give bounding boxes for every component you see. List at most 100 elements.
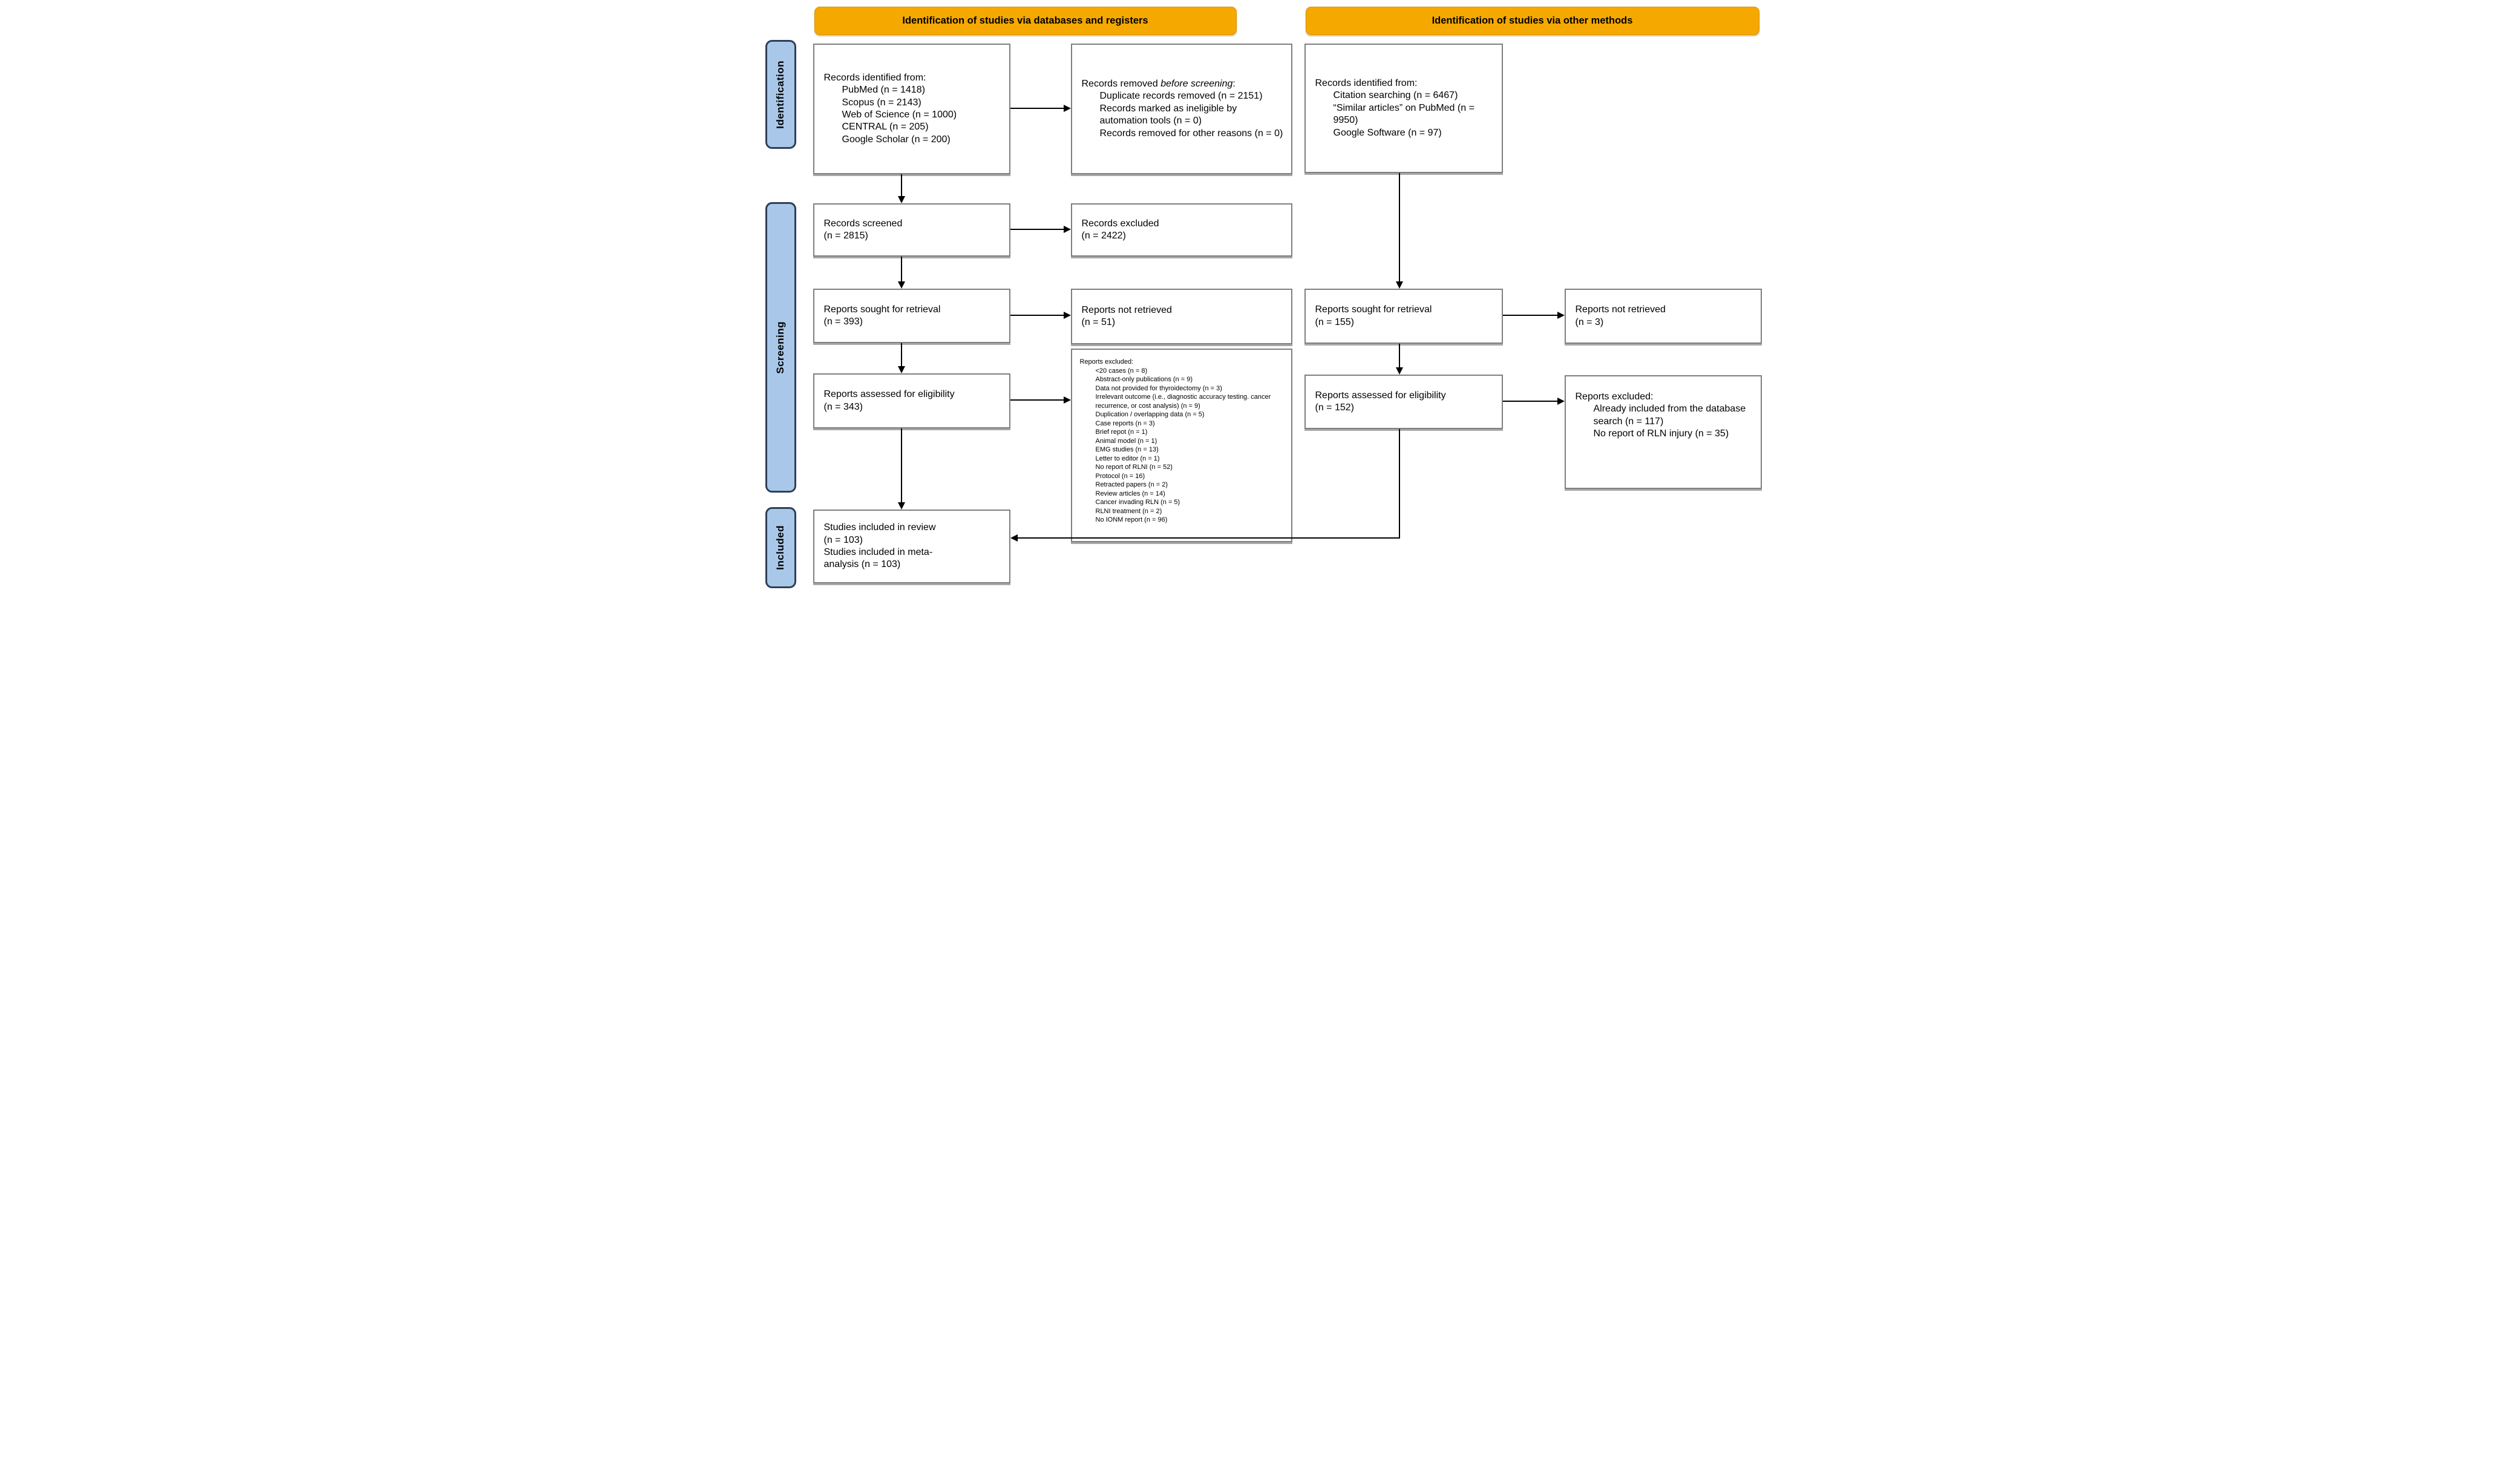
box-reports-not-retrieved-other: Reports not retrieved (n = 3): [1564, 289, 1762, 344]
box-item-list: PubMed (n = 1418)Scopus (n = 2143) Web of…: [824, 84, 1003, 146]
stage-label-identification: Identification: [765, 40, 796, 149]
list-item: No IONM report (n = 96): [1095, 516, 1168, 524]
list-item: Protocol (n = 16): [1095, 472, 1145, 480]
list-item: Cancer invading RLN (n = 5): [1095, 499, 1180, 507]
list-item: Retracted papers (n = 2): [1095, 481, 1168, 489]
box-reports-sought-other: Reports sought for retrieval (n = 155): [1304, 289, 1503, 344]
list-item: Abstract-only publications (n = 9): [1095, 376, 1193, 384]
box-reports-excluded-databases: Reports excluded: <20 cases (n = 8)Abstr…: [1070, 349, 1292, 542]
arrowhead-left-icon: [1010, 534, 1018, 542]
box-text: Reports sought for retrieval (n = 393): [823, 304, 941, 327]
list-item: Duplicate records removed (n = 2151): [1099, 91, 1263, 102]
arrowhead-down-icon: [1395, 281, 1403, 289]
arrowhead-right-icon: [1557, 398, 1565, 405]
stage-label-text: Identification: [774, 60, 786, 129]
box-text: Studies included in review (n = 103) Stu…: [823, 522, 936, 570]
prisma-flow-diagram: Identification of studies via databases …: [756, 0, 1764, 593]
list-item: PubMed (n = 1418): [842, 85, 925, 96]
arrowhead-right-icon: [1557, 312, 1565, 319]
arrowhead-down-icon: [897, 366, 905, 373]
header-other-methods: Identification of studies via other meth…: [1305, 7, 1759, 35]
box-text: Reports sought for retrieval (n = 155): [1315, 304, 1432, 327]
box-item-list: <20 cases (n = 8)Abstract-only publicati…: [1080, 367, 1285, 525]
stage-label-included: Included: [765, 507, 796, 588]
connector-assessed-other-down: [1398, 429, 1400, 538]
arrow-sought-to-notretrieved-other: [1502, 315, 1557, 316]
arrow-assessed-to-included: [900, 428, 902, 502]
arrowhead-down-icon: [897, 196, 905, 203]
list-item: Review articles (n = 14): [1095, 490, 1165, 497]
box-reports-excluded-other: Reports excluded: Already included from …: [1564, 375, 1762, 489]
list-item: Google Software (n = 97): [1333, 127, 1442, 138]
stage-label-screening: Screening: [765, 202, 796, 493]
list-item: RLNI treatment (n = 2): [1095, 507, 1162, 515]
box-title: Reports excluded:: [1575, 392, 1654, 402]
box-reports-sought-databases: Reports sought for retrieval (n = 393): [813, 289, 1010, 343]
arrowhead-right-icon: [1063, 105, 1071, 112]
arrow-identified-to-sought-other: [1398, 173, 1400, 281]
box-reports-assessed-databases: Reports assessed for eligibility (n = 34…: [813, 373, 1010, 428]
box-text: Records screened (n = 2815): [823, 218, 903, 241]
list-item: Web of Science (n = 1000): [842, 110, 957, 120]
box-text: Reports not retrieved (n = 51): [1081, 304, 1172, 327]
list-item: <20 cases (n = 8): [1095, 367, 1148, 375]
arrowhead-right-icon: [1063, 226, 1071, 233]
box-text: Reports not retrieved (n = 3): [1575, 304, 1666, 327]
box-studies-included: Studies included in review (n = 103) Stu…: [813, 510, 1010, 583]
box-text: Reports assessed for eligibility (n = 15…: [1315, 390, 1446, 413]
list-item: CENTRAL (n = 205): [842, 122, 929, 133]
arrowhead-down-icon: [897, 281, 905, 289]
connector-assessed-other-to-included: [1017, 537, 1400, 539]
arrowhead-down-icon: [897, 502, 905, 510]
list-item: Irrelevant outcome (i.e., diagnostic acc…: [1095, 393, 1271, 410]
list-item: Case reports (n = 3): [1095, 419, 1155, 427]
arrow-assessed-to-excluded-databases: [1010, 399, 1064, 401]
arrowhead-down-icon: [1395, 367, 1403, 375]
box-item-list: Already included from the database searc…: [1576, 403, 1755, 440]
list-item: Data not provided for thyroidectomy (n =…: [1095, 384, 1222, 392]
list-item: “Similar articles” on PubMed (n = 9950): [1333, 102, 1474, 126]
box-title: Records identified from:: [1315, 77, 1418, 88]
stage-label-text: Included: [774, 525, 786, 570]
list-item: No report of RLN injury (n = 35): [1593, 428, 1729, 439]
list-item: Records removed for other reasons (n = 0…: [1099, 128, 1283, 139]
box-records-removed-before-screening: Records removed before screening: Duplic…: [1070, 44, 1292, 174]
box-text: Records excluded (n = 2422): [1081, 218, 1159, 241]
arrowhead-right-icon: [1063, 312, 1071, 319]
header-databases-registers: Identification of studies via databases …: [814, 7, 1237, 35]
arrow-screened-to-excluded: [1010, 229, 1064, 230]
arrow-sought-to-assessed-databases: [900, 343, 902, 366]
arrowhead-right-icon: [1063, 396, 1071, 404]
title-italic-text: before screening: [1160, 78, 1233, 89]
arrow-sought-to-assessed-other: [1398, 344, 1400, 367]
box-records-excluded: Records excluded (n = 2422): [1070, 203, 1292, 257]
arrow-identified-to-screened: [900, 174, 902, 196]
list-item: Already included from the database searc…: [1593, 404, 1746, 427]
list-item: Duplication / overlapping data (n = 5): [1095, 411, 1205, 419]
box-text: Reports assessed for eligibility (n = 34…: [823, 389, 955, 412]
list-item: Animal model (n = 1): [1095, 437, 1157, 445]
list-item: No report of RLNI (n = 52): [1095, 464, 1173, 471]
title-text: Records removed: [1081, 78, 1161, 89]
box-title: Reports excluded:: [1079, 358, 1134, 366]
box-records-identified-databases: Records identified from: PubMed (n = 141…: [813, 44, 1010, 174]
list-item: Brief repot (n = 1): [1095, 428, 1148, 436]
box-title: Records removed before screening:: [1082, 78, 1285, 90]
stage-label-text: Screening: [774, 321, 786, 374]
box-title: Records identified from:: [823, 72, 926, 83]
list-item: EMG studies (n = 13): [1095, 446, 1159, 454]
title-text: :: [1232, 78, 1235, 89]
box-records-identified-other-methods: Records identified from: Citation search…: [1304, 44, 1503, 173]
list-item: Google Scholar (n = 200): [842, 134, 951, 145]
arrow-sought-to-notretrieved-databases: [1010, 315, 1064, 316]
box-item-list: Duplicate records removed (n = 2151) Reco…: [1082, 90, 1285, 140]
arrow-assessed-to-excluded-other: [1502, 401, 1557, 402]
arrow-screened-to-sought: [900, 257, 902, 281]
box-records-screened: Records screened (n = 2815): [813, 203, 1010, 257]
list-item: Letter to editor (n = 1): [1095, 454, 1160, 462]
list-item: Scopus (n = 2143): [842, 97, 921, 108]
list-item: Citation searching (n = 6467): [1333, 90, 1458, 101]
box-item-list: Citation searching (n = 6467)“Similar ar…: [1315, 90, 1496, 139]
box-reports-not-retrieved-databases: Reports not retrieved (n = 51): [1070, 289, 1292, 344]
arrow-identified-to-removed: [1010, 108, 1064, 109]
